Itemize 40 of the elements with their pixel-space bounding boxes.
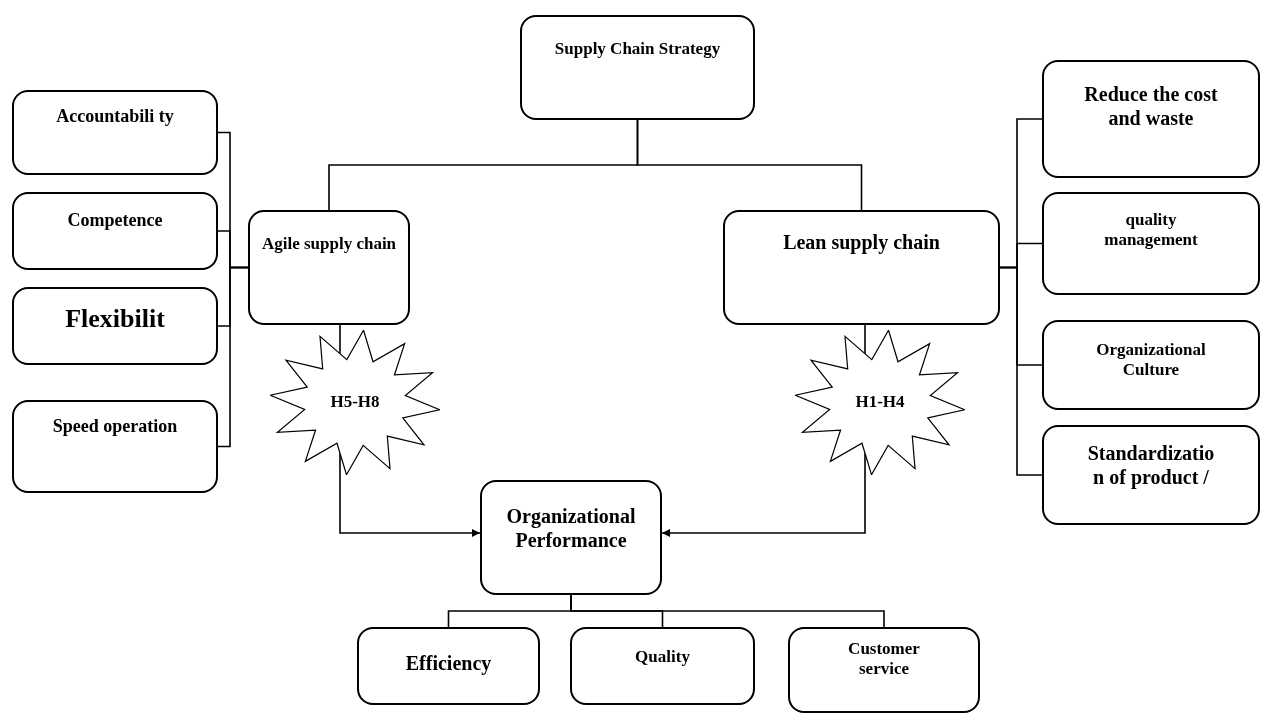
rounded-box: [12, 90, 218, 175]
connector-line: [864, 324, 866, 355]
node-label: Competence: [67, 210, 163, 232]
rounded-box: [12, 287, 218, 365]
node-label: Reduce the cost and waste: [1083, 82, 1219, 130]
node-label: Customer service: [847, 639, 921, 680]
rounded-box: [12, 400, 218, 493]
node-label: Lean supply chain: [783, 230, 940, 254]
starburst: [795, 330, 965, 475]
rounded-box: [520, 15, 755, 120]
rounded-box: [480, 480, 662, 595]
node-label: H1-H4: [855, 392, 905, 413]
rounded-box: [788, 627, 980, 713]
rounded-box: [248, 210, 410, 325]
connector-line: [217, 266, 249, 448]
node-label: Agile supply chain: [261, 234, 397, 255]
starburst: [270, 330, 440, 475]
node-label: H5-H8: [330, 392, 380, 413]
node-label: quality management: [1103, 210, 1199, 251]
connector-line: [339, 324, 341, 355]
connector-line: [999, 266, 1043, 476]
rounded-box: [723, 210, 1000, 325]
rounded-box: [1042, 60, 1260, 178]
node-label: Flexibilit: [65, 303, 165, 335]
node-label: Quality: [635, 647, 690, 668]
node-label: Standardizatio n of product /: [1086, 441, 1216, 489]
node-label: Organizational Performance: [505, 504, 637, 552]
connector-line: [636, 119, 863, 211]
rounded-box: [570, 627, 755, 705]
node-label: Speed operation: [52, 416, 178, 438]
node-label: Supply Chain Strategy: [554, 39, 721, 60]
node-label: Efficiency: [405, 651, 492, 675]
rounded-box: [1042, 425, 1260, 525]
rounded-box: [1042, 320, 1260, 410]
rounded-box: [1042, 192, 1260, 295]
node-label: Accountabili ty: [55, 106, 175, 128]
rounded-box: [12, 192, 218, 270]
connector-line: [570, 594, 885, 628]
node-label: Organizational Culture: [1095, 340, 1207, 381]
rounded-box: [357, 627, 540, 705]
